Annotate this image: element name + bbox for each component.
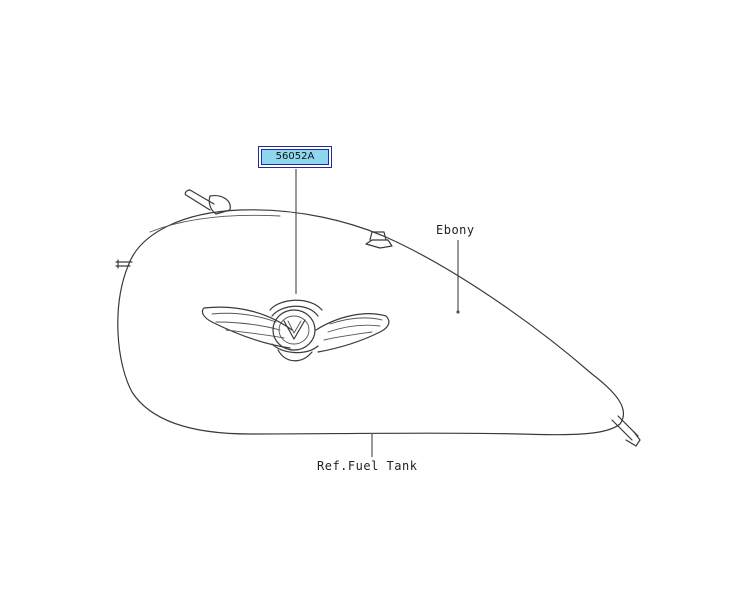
- color-note-label: Ebony: [436, 223, 475, 237]
- fuel-tank-top-edge: [149, 214, 281, 233]
- winged-emblem: [201, 299, 390, 362]
- reference-label: Ref.Fuel Tank: [317, 459, 418, 473]
- part-number-label: 56052A: [261, 149, 329, 165]
- part-number-button[interactable]: 56052A: [258, 146, 332, 168]
- leader-ebony-dot: [456, 310, 460, 314]
- top-fitting: [365, 231, 393, 249]
- rear-mount-bolt: [115, 259, 133, 269]
- fuel-tank-outline: [117, 209, 625, 436]
- filler-pipe: [184, 189, 231, 215]
- front-petcock: [611, 415, 641, 447]
